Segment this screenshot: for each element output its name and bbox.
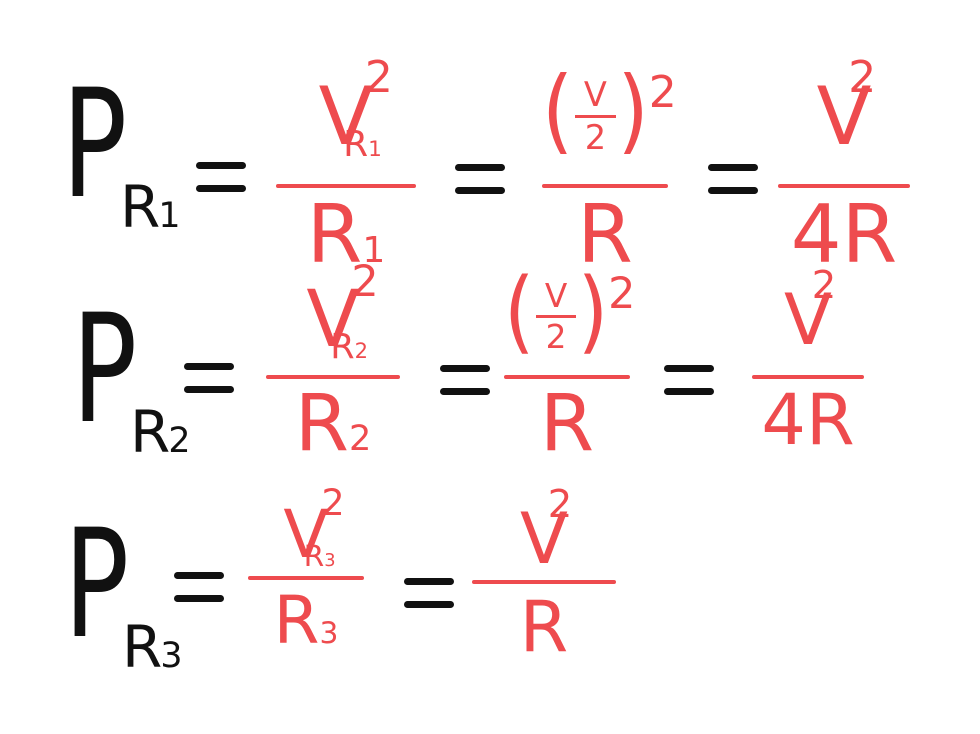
equals-sign (708, 164, 758, 194)
denominator: R (577, 188, 633, 281)
fraction-v-squared-over-4r: V 2 4R (778, 51, 910, 281)
denominator: R (519, 586, 569, 668)
denominator: R (539, 379, 595, 469)
fraction-v-squared-over-4r: V 2 4R (752, 262, 864, 475)
power-p: P (64, 498, 130, 672)
equals-sign (174, 572, 224, 602)
power-subscript: R3 (122, 613, 182, 681)
numerator: V R3 2 (283, 480, 345, 575)
numerator: V 2 (784, 262, 837, 361)
denominator: 4R (761, 379, 855, 461)
fraction-v-squared-over-r: V 2 R (472, 481, 616, 694)
power-symbol-r1: P R1 (62, 58, 180, 236)
equals-sign (664, 365, 714, 395)
numerator: V 2 (520, 481, 573, 580)
power-p: P (72, 283, 138, 457)
numerator: V R2 2 (306, 256, 379, 367)
denominator: 4R (790, 188, 898, 281)
denominator: R2 (294, 379, 372, 469)
equals-sign (404, 578, 454, 608)
fraction-bar (472, 580, 616, 584)
numerator: V R1 2 (318, 51, 393, 165)
fraction-bar (248, 576, 364, 580)
power-subscript: R1 (120, 173, 180, 241)
power-subscript: R2 (130, 398, 190, 466)
equals-sign (440, 365, 490, 395)
power-p: P (62, 58, 128, 232)
fraction-vr1-over-r1: V R1 2 R1 (276, 51, 416, 281)
denominator: R3 (273, 582, 339, 659)
fraction-vr3-over-r3: V R3 2 R3 (248, 480, 364, 694)
denominator: R1 (306, 188, 386, 281)
fraction-bar (542, 184, 668, 188)
fraction-bar (752, 375, 864, 379)
fraction-bar (778, 184, 910, 188)
power-symbol-r3: P R3 (64, 498, 182, 676)
equals-sign (455, 164, 505, 194)
fraction-bar (266, 375, 400, 379)
fraction-vr2-over-r2: V R2 2 R2 (266, 256, 400, 475)
power-symbol-r2: P R2 (72, 283, 190, 461)
equals-sign (184, 363, 234, 393)
equation-row-3: P R3 V R3 2 R3 V 2 R (0, 481, 980, 710)
numerator: V 2 (816, 51, 877, 163)
fraction-bar (276, 184, 416, 188)
fraction-bar (504, 375, 630, 379)
equals-sign (196, 162, 246, 192)
